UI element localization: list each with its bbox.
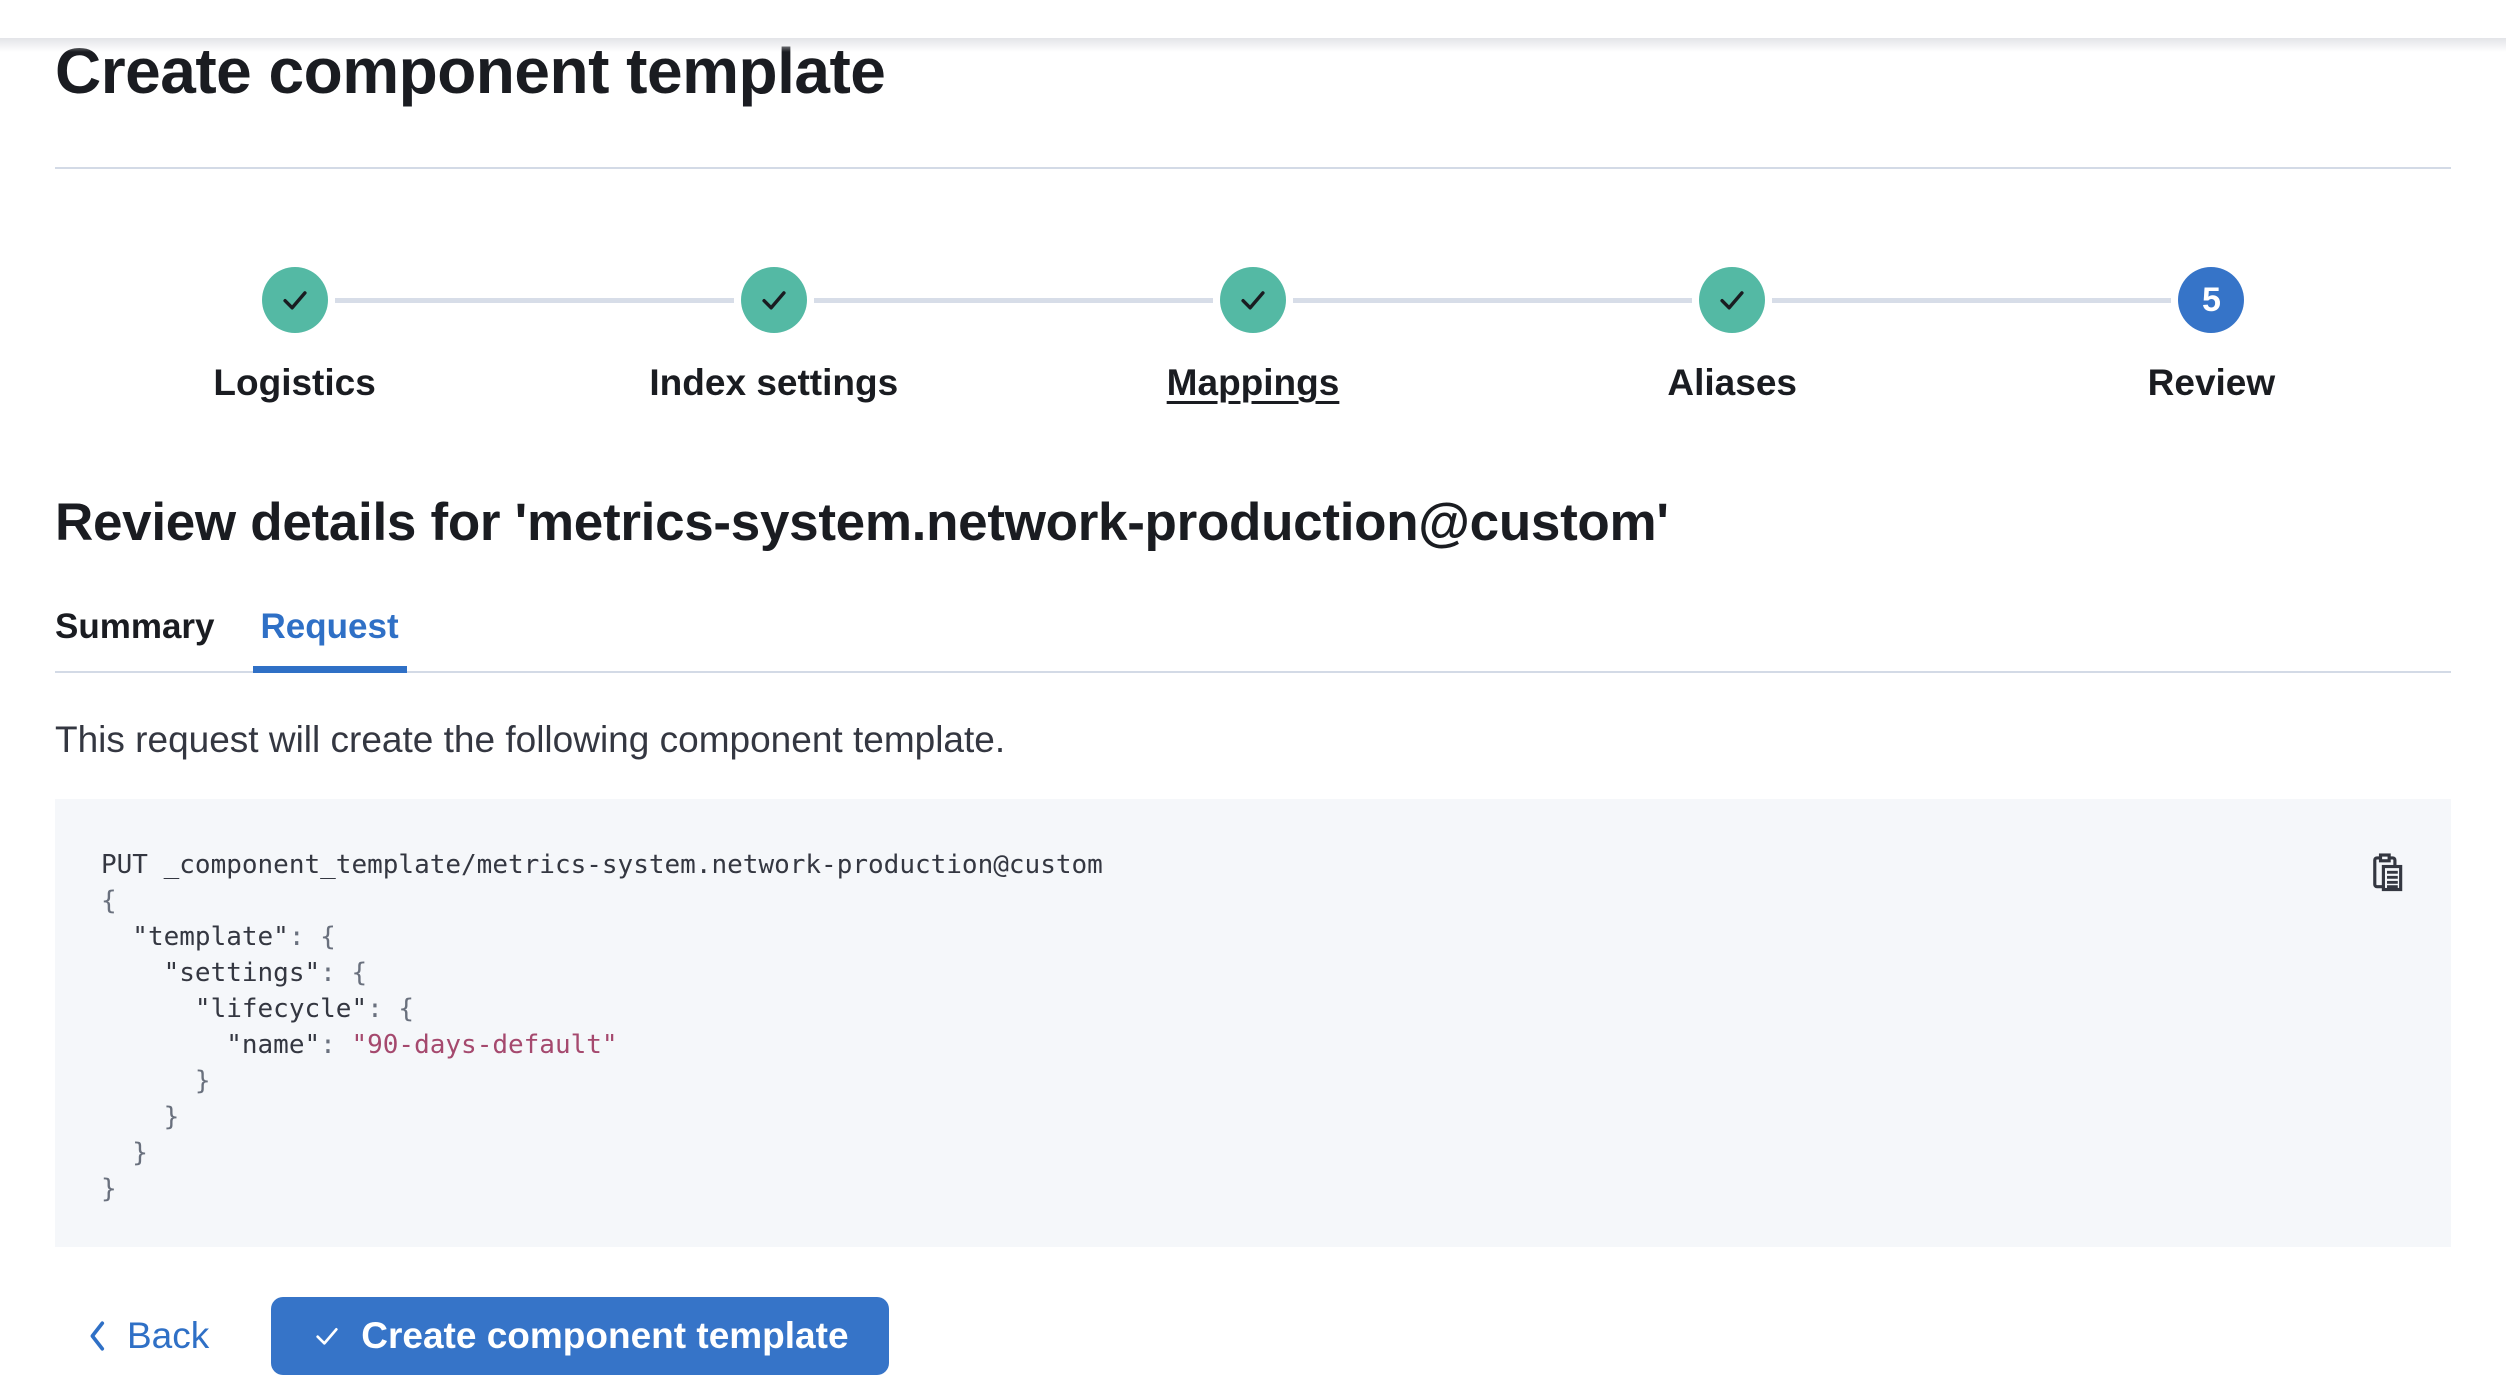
create-component-template-page: Create component template Logistics Inde… (0, 35, 2506, 1375)
copy-clipboard-icon (2373, 853, 2403, 891)
step-complete-circle (1220, 267, 1286, 334)
review-tabs: Summary Request (55, 607, 2451, 673)
review-details-heading: Review details for 'metrics-system.netwo… (55, 492, 1669, 552)
step-label: Aliases (1667, 362, 1797, 404)
create-component-template-label: Create component template (361, 1314, 849, 1356)
step-complete-circle (1699, 267, 1766, 334)
step-number-circle: 5 (2178, 267, 2245, 334)
step-label: Index settings (649, 362, 899, 404)
step-complete-circle (261, 267, 328, 334)
copy-to-clipboard-button[interactable] (2361, 847, 2413, 899)
step-index-settings[interactable]: Index settings (334, 267, 1013, 405)
create-component-template-button[interactable]: Create component template (271, 1296, 889, 1375)
step-label: Review (2147, 362, 2276, 404)
check-icon (282, 291, 307, 310)
page-title: Create component template (55, 35, 886, 107)
check-icon (1241, 291, 1265, 310)
step-complete-circle (740, 267, 807, 334)
wizard-stepper: Logistics Index settings Mappings Aliase… (55, 267, 2451, 405)
step-number: 5 (2201, 280, 2221, 319)
request-description: This request will create the following c… (55, 718, 1006, 760)
check-icon (316, 1327, 338, 1345)
tab-summary[interactable]: Summary (55, 606, 215, 646)
step-review-current: 5 Review (1772, 267, 2451, 405)
tab-request[interactable]: Request (252, 607, 407, 673)
step-mappings[interactable]: Mappings (813, 267, 1492, 405)
request-code: PUT _component_template/metrics-system.n… (101, 849, 1103, 1204)
step-aliases[interactable]: Aliases (1292, 267, 1972, 405)
back-button-label: Back (127, 1314, 210, 1356)
step-label: Logistics (213, 362, 376, 404)
back-button[interactable]: Back (85, 1315, 209, 1357)
title-divider (55, 167, 2451, 170)
step-logistics[interactable]: Logistics (55, 267, 534, 405)
check-icon (1720, 291, 1744, 310)
step-label: Mappings (1166, 362, 1340, 404)
check-icon (762, 291, 786, 310)
footer-actions: Back Create component template (55, 1296, 2451, 1375)
chevron-left-icon (90, 1320, 105, 1351)
request-code-block: PUT _component_template/metrics-system.n… (55, 798, 2451, 1247)
